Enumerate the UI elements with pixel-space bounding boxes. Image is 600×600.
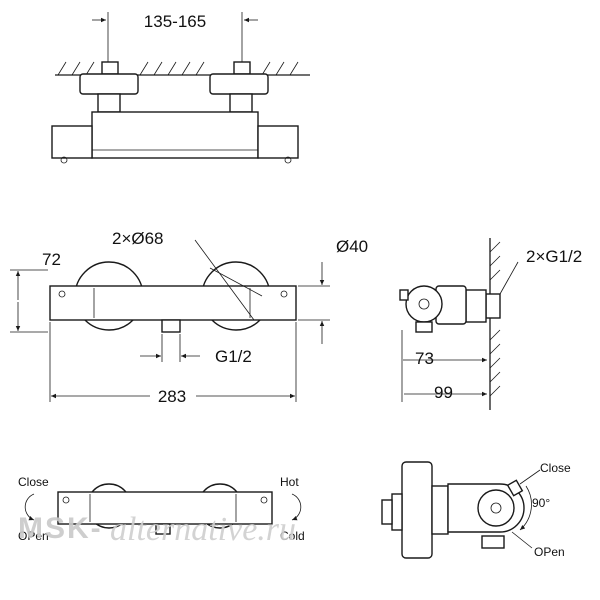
dim-height: 72 (42, 250, 61, 269)
dim-inlet-thread: 2×G1/2 (526, 247, 582, 266)
left-rotation-arrow (24, 493, 35, 521)
dim-knob-diameter: 2×Ø68 (112, 229, 164, 248)
bottom-side-view: 90° Close OPen (381, 461, 571, 559)
label-side-open: OPen (534, 545, 565, 559)
mixer-body-top (91, 111, 259, 159)
label-left-close: Close (18, 475, 49, 489)
side-wall-hatching (489, 241, 501, 397)
watermark-script: alternative.ru (110, 511, 296, 548)
dim-spacing: 135-165 (144, 12, 206, 31)
watermark: MSK- alternative.ru (18, 511, 296, 548)
side-view: 2×G1/2 73 99 (399, 238, 582, 410)
dim-rotation-angle: 90° (532, 496, 550, 510)
label-right-cold: Cold (280, 529, 305, 543)
dim-outlet-thread: G1/2 (215, 347, 252, 366)
front-view: 72 2×Ø68 Ø40 G1/2 283 (10, 229, 368, 406)
bottom-front-view: Close OPen Hot Cold (18, 475, 305, 543)
knob-leader (194, 239, 255, 321)
dim-outlet-diameter: Ø40 (336, 237, 368, 256)
side-rotation-arrow (519, 485, 532, 531)
dim-depth-total: 99 (434, 383, 453, 402)
outlet-nozzle (161, 319, 181, 333)
wall-hatching (57, 61, 299, 76)
right-rotation-arrow (291, 493, 302, 521)
label-right-hot: Hot (280, 475, 299, 489)
label-side-close: Close (540, 461, 571, 475)
side-body-circle (405, 285, 443, 323)
top-view: 135-165 (51, 12, 310, 164)
dim-depth-body: 73 (415, 349, 434, 368)
watermark-text: MSK- (18, 512, 103, 545)
dim-length: 283 (158, 387, 186, 406)
label-left-open: OPen (18, 529, 49, 543)
side-knob (477, 489, 515, 527)
mixer-body-front (49, 285, 297, 321)
